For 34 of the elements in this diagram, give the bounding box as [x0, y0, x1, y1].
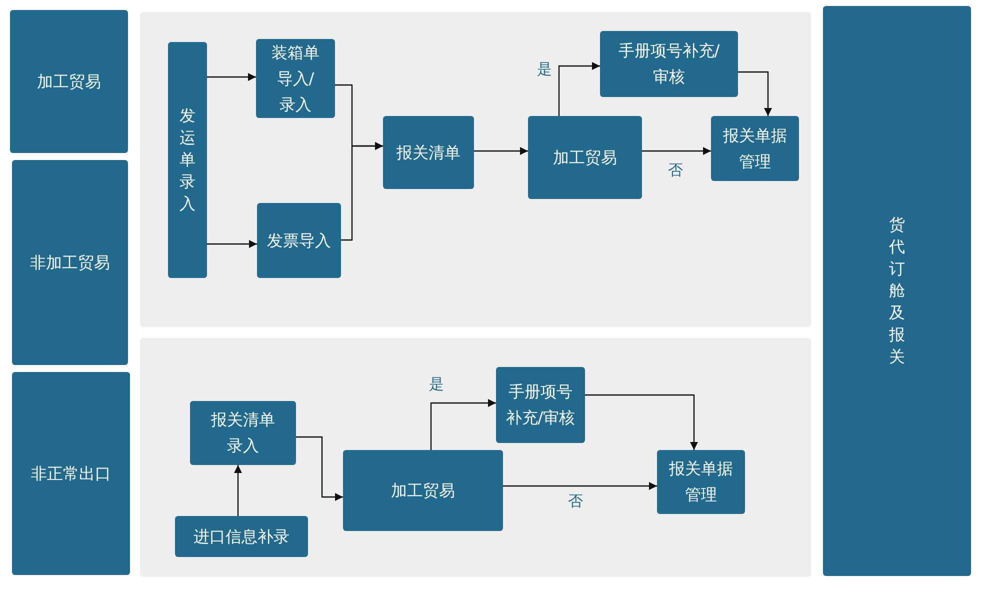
process-box: 报关单据管理 [657, 450, 745, 514]
process-box: 报关单据管理 [711, 116, 799, 181]
arrow [207, 73, 256, 81]
panel-background [140, 338, 811, 577]
arrow [234, 465, 242, 516]
arrow [558, 62, 600, 116]
arrow [738, 71, 772, 116]
arrow [430, 399, 496, 450]
process-box: 报关清单 [383, 116, 474, 189]
arrow [341, 142, 383, 241]
panel-background [140, 12, 811, 327]
process-box: 发运单录入 [168, 42, 207, 278]
arrow [503, 482, 657, 490]
process-box: 报关清单录入 [190, 401, 296, 465]
arrow [296, 436, 343, 501]
arrow [642, 147, 711, 155]
edge-label: 否 [666, 161, 685, 179]
process-box: 手册项号补充/审核 [600, 31, 738, 97]
process-box: 货代订舱及报关 [823, 6, 971, 576]
process-box: 进口信息补录 [175, 516, 308, 557]
process-box: 加工贸易 [343, 450, 503, 531]
edge-label: 否 [566, 492, 585, 510]
process-box: 装箱单导入/录入 [256, 39, 335, 118]
process-box: 发票导入 [257, 203, 341, 278]
arrow [474, 147, 528, 155]
process-box: 加工贸易 [528, 116, 642, 199]
process-box: 非加工贸易 [12, 160, 128, 365]
edge-label: 是 [427, 375, 446, 393]
edge-label: 是 [535, 60, 554, 78]
arrow [207, 240, 257, 248]
arrow [585, 394, 698, 450]
process-box: 手册项号补充/审核 [496, 367, 585, 443]
process-box: 加工贸易 [10, 10, 128, 153]
process-box: 非正常出口 [12, 372, 130, 575]
